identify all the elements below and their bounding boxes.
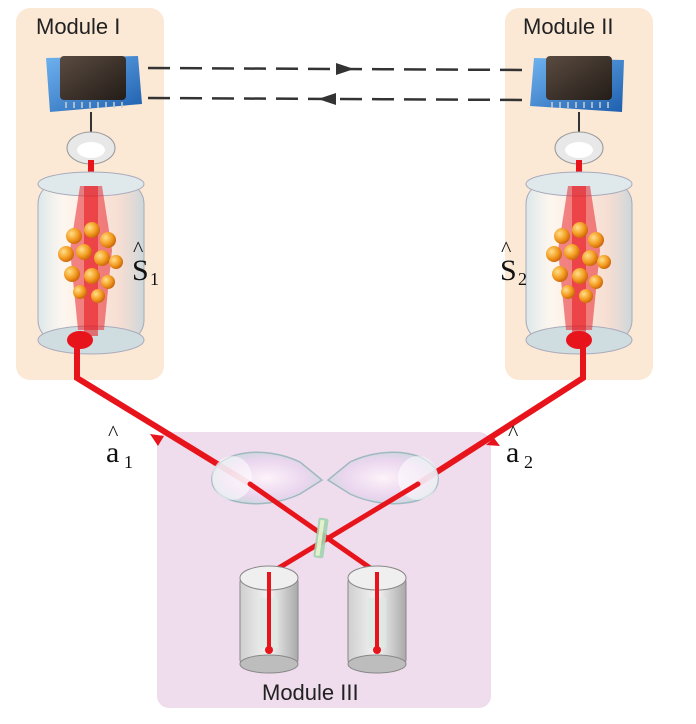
module-two-label: Module II: [523, 14, 614, 39]
module-one-label: Module I: [36, 14, 120, 39]
operator-s1-label: ^ S 1: [132, 236, 159, 289]
processor-chip-icon: [46, 56, 142, 112]
arrow-left-icon: [318, 93, 336, 105]
svg-text:1: 1: [150, 269, 159, 289]
processor-chip-icon: [530, 56, 624, 112]
svg-text:1: 1: [124, 452, 133, 472]
photodetector-icon: [554, 131, 604, 165]
beam-arrow-left-icon: [150, 434, 164, 446]
optical-path-left: [74, 343, 253, 487]
atomic-vapor-cell-icon: [525, 171, 633, 355]
operator-a2-label: ^ a 2: [506, 420, 533, 472]
operator-a1-label: ^ a 1: [106, 420, 133, 472]
svg-text:^: ^: [133, 236, 144, 261]
photodetector-icon: [347, 565, 407, 674]
svg-text:^: ^: [508, 420, 519, 445]
photodetector-icon: [66, 131, 116, 165]
photodetector-icon: [239, 565, 299, 674]
svg-text:2: 2: [524, 452, 533, 472]
beam-arrow-right-icon: [486, 438, 500, 446]
classical-link-backward: [147, 96, 527, 102]
svg-text:^: ^: [501, 236, 512, 261]
svg-text:S: S: [500, 254, 517, 287]
module-three-label: Module III: [262, 680, 359, 705]
parabolic-mirror-icon: [211, 451, 324, 505]
optical-path-right: [415, 343, 586, 487]
operator-s2-label: ^ S 2: [500, 236, 527, 289]
svg-text:2: 2: [518, 269, 527, 289]
svg-text:S: S: [132, 254, 149, 287]
atomic-vapor-cell-icon: [37, 171, 145, 355]
arrow-right-icon: [336, 63, 354, 75]
beam-splitter-icon: [313, 517, 329, 559]
svg-text:a: a: [106, 436, 119, 469]
svg-text:^: ^: [108, 420, 119, 445]
module-three-panel: [157, 432, 491, 708]
svg-text:a: a: [506, 436, 519, 469]
